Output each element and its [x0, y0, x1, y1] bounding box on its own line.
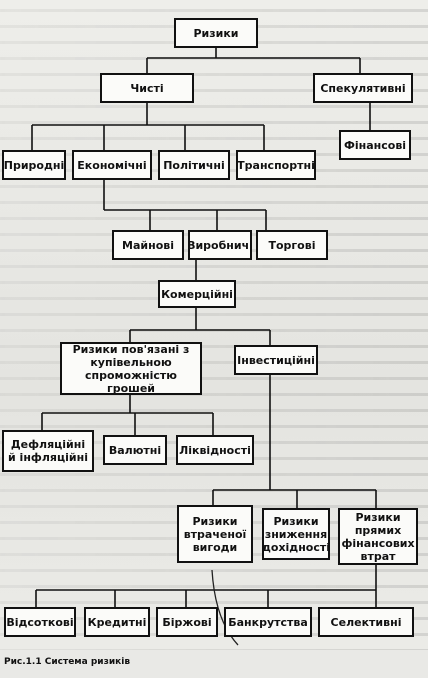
figure-caption: Рис.1.1 Система ризиків	[4, 657, 131, 667]
connector-lines	[31, 47, 377, 646]
node-lost-profit: Ризики втраченої вигоди	[177, 505, 253, 563]
node-direct-losses: Ризики прямих фінансових втрат	[338, 508, 418, 565]
node-bankruptcy: Банкрутства	[224, 607, 312, 637]
node-liquidity: Ліквідності	[176, 435, 254, 465]
node-natural: Природні	[2, 150, 66, 180]
node-financial: Фінансові	[339, 130, 411, 160]
node-production: Виробничі	[187, 230, 253, 260]
node-credit: Кредитні	[84, 607, 150, 637]
node-purchasing-power: Ризики пов'язані з купівельною спроможні…	[60, 342, 202, 395]
node-yield-decrease: Ризики зниження дохідності	[262, 508, 330, 560]
node-interest: Відсоткові	[4, 607, 76, 637]
node-investment: Інвестиційні	[234, 345, 318, 375]
node-economic: Економічні	[72, 150, 152, 180]
node-trade: Торгові	[256, 230, 328, 260]
node-speculative: Спекулятивні	[313, 73, 413, 103]
node-clean: Чисті	[100, 73, 194, 103]
node-political: Політичні	[158, 150, 230, 180]
node-root: Ризики	[174, 18, 258, 48]
node-commercial: Комерційні	[158, 280, 236, 308]
node-selective: Селективні	[318, 607, 414, 637]
node-exchange: Біржові	[156, 607, 218, 637]
node-deflation-inflation: Дефляційні й інфляційні	[2, 430, 94, 472]
node-transport: Транспортні	[236, 150, 316, 180]
node-property: Майнові	[112, 230, 184, 260]
node-currency: Валютні	[103, 435, 167, 465]
